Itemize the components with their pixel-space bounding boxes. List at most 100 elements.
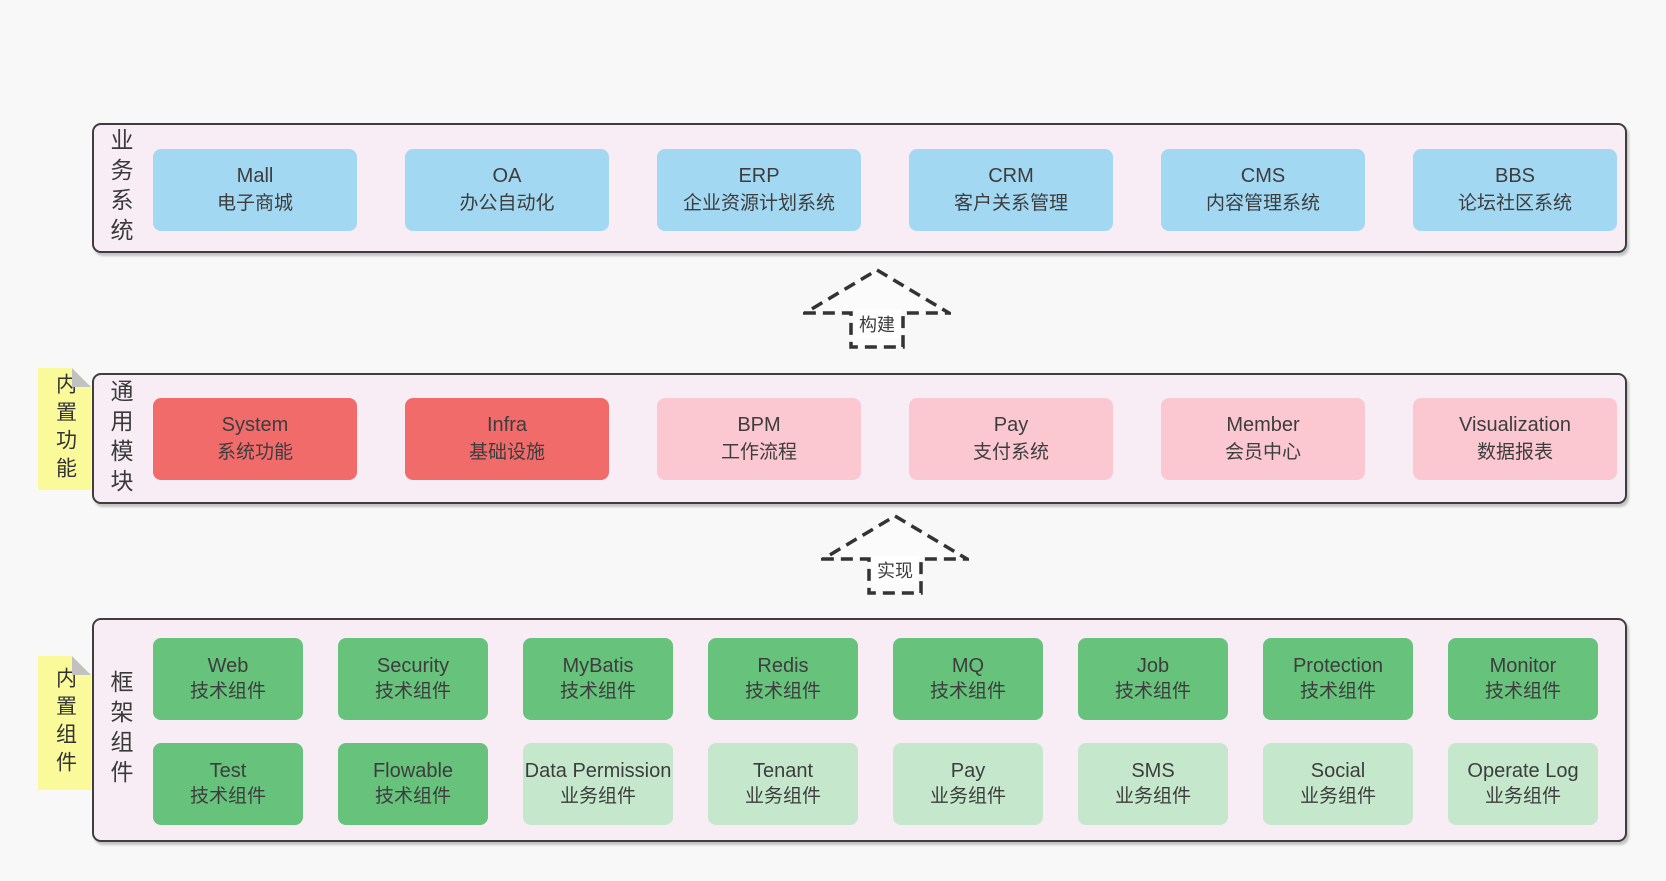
box-erp-desc: 企业资源计划系统	[682, 193, 835, 214]
box-mq-desc: 技术组件	[929, 681, 1006, 702]
box-sms-name: SMS	[1131, 760, 1175, 782]
box-crm: CRM 客户关系管理	[909, 149, 1113, 231]
box-job: Job 技术组件	[1078, 638, 1228, 720]
box-mall-name: Mall	[236, 165, 274, 187]
box-redis-name: Redis	[757, 655, 809, 677]
box-flowable-name: Flowable	[372, 760, 454, 782]
box-bbs-name: BBS	[1494, 165, 1536, 187]
box-job-name: Job	[1136, 655, 1170, 677]
business-box-row: Mall 电子商城 OA 办公自动化 ERP 企业资源计划系统 CRM 客户关系…	[153, 149, 1617, 231]
box-oa: OA 办公自动化	[405, 149, 609, 231]
folded-corner-icon	[72, 656, 91, 675]
box-crm-desc: 客户关系管理	[953, 193, 1068, 214]
box-erp: ERP 企业资源计划系统	[657, 149, 861, 231]
box-pay-module: Pay 支付系统	[909, 398, 1113, 480]
box-mybatis: MyBatis 技术组件	[523, 638, 673, 720]
common-box-row: System 系统功能 Infra 基础设施 BPM 工作流程 Pay 支付系统…	[153, 398, 1617, 480]
box-pay-module-desc: 支付系统	[972, 442, 1049, 463]
arrow-build-icon: 构建	[803, 267, 951, 349]
box-security-desc: 技术组件	[374, 681, 451, 702]
box-protection: Protection 技术组件	[1263, 638, 1413, 720]
box-redis-desc: 技术组件	[744, 681, 821, 702]
band-common-modules: 通用模块 System 系统功能 Infra 基础设施 BPM 工作流程 Pay…	[92, 373, 1627, 504]
box-pay-component-desc: 业务组件	[929, 786, 1006, 807]
arrow-implement-label: 实现	[877, 561, 913, 581]
box-mybatis-desc: 技术组件	[559, 681, 636, 702]
box-bbs: BBS 论坛社区系统	[1413, 149, 1617, 231]
box-visualization-desc: 数据报表	[1476, 442, 1553, 463]
box-flowable-desc: 技术组件	[374, 786, 451, 807]
arrow-implement-icon: 实现	[821, 513, 969, 595]
box-mall: Mall 电子商城	[153, 149, 357, 231]
box-infra: Infra 基础设施	[405, 398, 609, 480]
box-cms-name: CMS	[1240, 165, 1286, 187]
box-operate-log: Operate Log 业务组件	[1448, 743, 1598, 825]
box-mall-desc: 电子商城	[216, 193, 293, 214]
box-pay-component: Pay 业务组件	[893, 743, 1043, 825]
box-security-name: Security	[376, 655, 450, 677]
box-social-desc: 业务组件	[1299, 786, 1376, 807]
band-framework-components: 框架组件 Web 技术组件 Security 技术组件 MyBatis 技术组件…	[92, 618, 1627, 842]
arrow-build-label-bg	[853, 310, 901, 338]
framework-box-row-2: Test 技术组件 Flowable 技术组件 Data Permission …	[153, 743, 1598, 825]
box-sms-desc: 业务组件	[1114, 786, 1191, 807]
box-bpm: BPM 工作流程	[657, 398, 861, 480]
box-mq-name: MQ	[951, 655, 985, 677]
box-redis: Redis 技术组件	[708, 638, 858, 720]
arrow-build-shape	[803, 267, 951, 349]
band-common-label: 通用模块	[107, 378, 133, 499]
band-business-systems: 业务系统 Mall 电子商城 OA 办公自动化 ERP 企业资源计划系统 CRM…	[92, 123, 1627, 253]
box-operate-log-name: Operate Log	[1467, 760, 1579, 782]
box-system-desc: 系统功能	[216, 442, 293, 463]
box-protection-desc: 技术组件	[1299, 681, 1376, 702]
band-business-label: 业务系统	[107, 128, 133, 248]
box-crm-name: CRM	[988, 165, 1034, 187]
box-flowable: Flowable 技术组件	[338, 743, 488, 825]
box-monitor-desc: 技术组件	[1484, 681, 1561, 702]
box-data-permission: Data Permission 业务组件	[523, 743, 673, 825]
box-security: Security 技术组件	[338, 638, 488, 720]
box-member: Member 会员中心	[1161, 398, 1365, 480]
box-sms: SMS 业务组件	[1078, 743, 1228, 825]
box-mq: MQ 技术组件	[893, 638, 1043, 720]
box-visualization-name: Visualization	[1459, 414, 1571, 436]
sticky-framework-label: 内置组件	[53, 667, 77, 779]
box-test-desc: 技术组件	[189, 786, 266, 807]
box-test-name: Test	[209, 760, 247, 782]
box-erp-name: ERP	[738, 165, 780, 187]
box-infra-desc: 基础设施	[468, 442, 545, 463]
sticky-note-built-in-components: 内置组件	[38, 656, 91, 790]
sticky-note-built-in-features: 内置功能	[38, 368, 91, 490]
box-member-name: Member	[1226, 414, 1300, 436]
box-operate-log-desc: 业务组件	[1484, 786, 1561, 807]
box-infra-name: Infra	[486, 414, 528, 436]
folded-corner-icon	[72, 368, 91, 387]
box-visualization: Visualization 数据报表	[1413, 398, 1617, 480]
box-protection-name: Protection	[1292, 655, 1384, 677]
box-system: System 系统功能	[153, 398, 357, 480]
box-monitor-name: Monitor	[1489, 655, 1557, 677]
sticky-common-label: 内置功能	[53, 373, 77, 485]
box-system-name: System	[221, 414, 289, 436]
box-bbs-desc: 论坛社区系统	[1457, 193, 1572, 214]
box-mybatis-name: MyBatis	[562, 655, 634, 677]
box-test: Test 技术组件	[153, 743, 303, 825]
box-tenant-desc: 业务组件	[744, 786, 821, 807]
box-bpm-name: BPM	[737, 414, 781, 436]
box-cms-desc: 内容管理系统	[1205, 193, 1320, 214]
box-social: Social 业务组件	[1263, 743, 1413, 825]
box-data-permission-desc: 业务组件	[559, 786, 636, 807]
box-social-name: Social	[1310, 760, 1366, 782]
box-job-desc: 技术组件	[1114, 681, 1191, 702]
box-data-permission-name: Data Permission	[524, 760, 672, 782]
arrow-implement-label-bg	[871, 556, 919, 584]
box-member-desc: 会员中心	[1224, 442, 1301, 463]
box-web: Web 技术组件	[153, 638, 303, 720]
box-monitor: Monitor 技术组件	[1448, 638, 1598, 720]
box-oa-desc: 办公自动化	[459, 193, 555, 214]
box-pay-component-name: Pay	[950, 760, 986, 782]
box-pay-module-name: Pay	[993, 414, 1029, 436]
box-web-desc: 技术组件	[189, 681, 266, 702]
band-framework-label: 框架组件	[107, 670, 133, 790]
arrow-implement-shape	[821, 513, 969, 595]
